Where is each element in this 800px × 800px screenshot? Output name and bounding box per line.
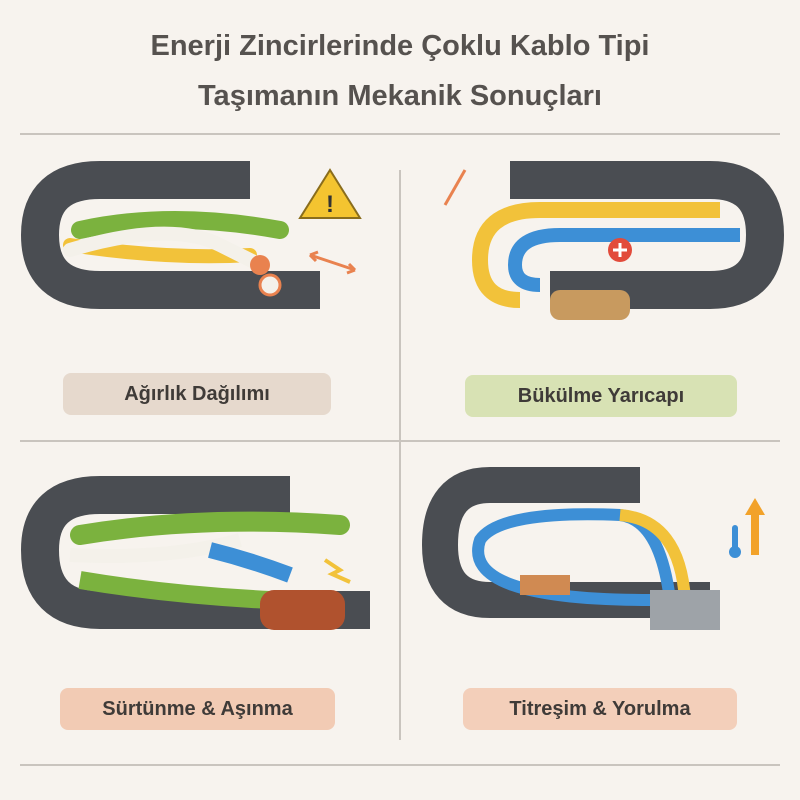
chain-end-bracket bbox=[650, 590, 720, 630]
cable-chain bbox=[20, 476, 370, 629]
warning-icon: ! bbox=[298, 168, 362, 219]
weight-distribution-illustration: ! bbox=[20, 161, 362, 309]
vibration-fatigue-illustration bbox=[421, 467, 765, 630]
plus-badge-icon bbox=[608, 238, 632, 262]
cable-sheath bbox=[550, 290, 630, 320]
worn-cable-end bbox=[260, 590, 345, 630]
svg-text:!: ! bbox=[326, 191, 334, 218]
thermometer-icon bbox=[729, 525, 741, 558]
cable-yellow bbox=[619, 509, 691, 601]
cable-green bbox=[71, 211, 289, 239]
cable-chain bbox=[510, 161, 785, 309]
divider-bottom bbox=[20, 764, 780, 766]
double-arrow-icon bbox=[443, 169, 467, 206]
title-line-2: Taşımanın Mekanik Sonuçları bbox=[198, 80, 602, 112]
cable-chain bbox=[421, 467, 710, 618]
label-vibration-fatigue: Titreşim & Yorulma bbox=[463, 688, 737, 730]
cable-blue bbox=[507, 228, 740, 292]
cable-end bbox=[250, 255, 270, 275]
friction-wear-illustration bbox=[20, 476, 370, 630]
cable-sheath bbox=[520, 575, 570, 595]
cable-blue bbox=[208, 542, 293, 583]
label-weight-distribution: Ağırlık Dağılımı bbox=[63, 373, 331, 415]
double-arrow-icon bbox=[308, 250, 357, 275]
cable-white bbox=[69, 533, 242, 563]
cable-yellow bbox=[471, 202, 720, 308]
title-line-1: Enerji Zincirlerinde Çoklu Kablo Tipi bbox=[150, 30, 650, 62]
cable-chain bbox=[20, 161, 320, 309]
label-bend-radius: Bükülme Yarıcapı bbox=[465, 375, 737, 417]
bend-radius-illustration bbox=[443, 161, 785, 320]
cable-green-lower bbox=[78, 571, 271, 609]
cable-green bbox=[70, 511, 350, 545]
divider-top bbox=[20, 133, 780, 135]
up-arrow-icon bbox=[745, 498, 765, 555]
lightning-icon bbox=[323, 558, 351, 584]
divider-vertical bbox=[399, 170, 401, 740]
label-friction-wear: Sürtünme & Aşınma bbox=[60, 688, 335, 730]
cable-end bbox=[258, 273, 282, 297]
